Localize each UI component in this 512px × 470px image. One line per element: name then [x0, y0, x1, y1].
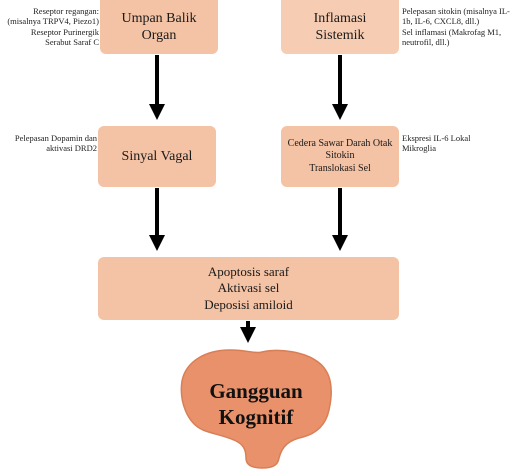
box-label-line: Inflamasi [313, 10, 367, 26]
box-label-line: Sistemik [315, 28, 365, 43]
box-label-line: Deposisi amiloid [204, 296, 293, 312]
box-label-line: Sitokin [325, 150, 355, 162]
box-sinyal-vagal: Sinyal Vagal [98, 126, 216, 187]
outcome-line: Gangguan [209, 379, 303, 403]
box-umpan-balik-organ: Umpan Balik Organ [100, 0, 218, 54]
note-il6-microglia: Ekspresi IL-6 Lokal Mikroglia [402, 133, 510, 154]
note-line: aktivasi DRD2 [46, 143, 97, 154]
box-label-line: Umpan Balik [121, 10, 197, 26]
note-dopamine: Pelepasan Dopamin dan aktivasi DRD2 [2, 133, 97, 154]
note-line: Serabut Saraf C [45, 37, 99, 48]
box-label-line: Aktivasi sel [217, 280, 280, 296]
box-label-line: Cedera Sawar Darah Otak [287, 137, 393, 149]
note-line: Mikroglia [402, 143, 436, 154]
note-cytokine-release: Pelepasan sitokin (misalnya IL- 1b, IL-6… [402, 6, 512, 47]
note-line: Reseptor Purinergik [30, 26, 99, 37]
box-inflamasi-sistemik: Inflamasi Sistemik [281, 0, 399, 54]
brain-shape [180, 349, 332, 469]
box-label-line: Translokasi Sel [309, 162, 371, 174]
box-apoptosis-saraf: Apoptosis saraf Aktivasi sel Deposisi am… [98, 257, 399, 320]
note-line: Reseptor regangan: [33, 6, 99, 16]
note-line: Sel inflamasi (Makrofag M1, [402, 26, 502, 37]
note-line: neutrofil, dll.) [402, 37, 450, 48]
box-cedera-sawar-darah-otak: Cedera Sawar Darah Otak Sitokin Translok… [281, 126, 399, 187]
note-line: Pelepasan sitokin (misalnya IL- [402, 6, 510, 16]
box-label-line: Organ [141, 28, 177, 43]
box-label-line: Apoptosis saraf [207, 264, 290, 280]
note-organ-receptors: Reseptor regangan: (misalnya TRPV4, Piez… [2, 6, 99, 47]
note-line: (misalnya TRPV4, Piezo1) [7, 16, 99, 27]
outcome-gangguan-kognitif: Gangguan Kognitif [170, 378, 342, 431]
outcome-line: Kognitif [218, 405, 294, 430]
note-line: 1b, IL-6, CXCL8, dll.) [402, 16, 480, 27]
box-label: Sinyal Vagal [121, 148, 193, 164]
note-line: Pelepasan Dopamin dan [14, 133, 97, 143]
note-line: Ekspresi IL-6 Lokal [402, 133, 471, 143]
